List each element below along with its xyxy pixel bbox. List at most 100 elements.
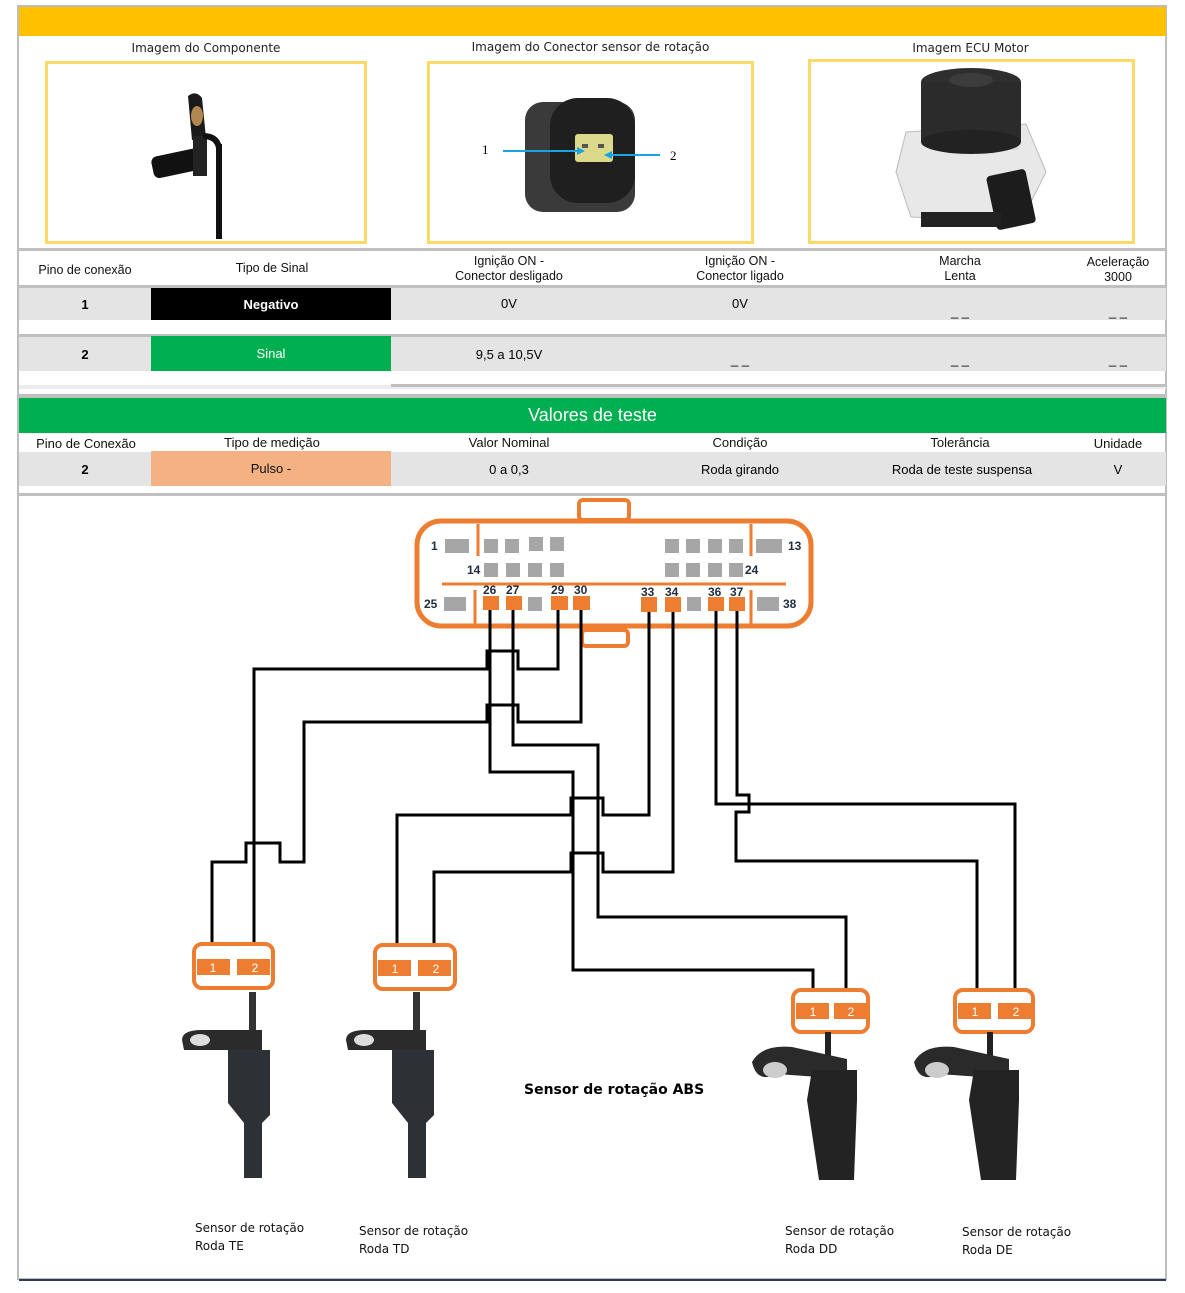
test-nominal: 0 a 0,3 bbox=[489, 461, 529, 477]
row2-accel: _ _ bbox=[1108, 351, 1128, 367]
row2-idle: _ _ bbox=[950, 351, 970, 367]
rear-left-sensor-icon bbox=[182, 992, 270, 1178]
header-ign-disconnected: Ignição ON - Conector desligado bbox=[400, 254, 618, 284]
test-values-title: Valores de teste bbox=[19, 398, 1166, 433]
wire-29-te-2 bbox=[252, 610, 560, 945]
wires bbox=[210, 610, 1017, 992]
row1-ign-disconnected: 0V bbox=[501, 296, 517, 311]
header-bar bbox=[19, 7, 1166, 36]
sensor-label-td-line2: Roda TD bbox=[359, 1242, 410, 1256]
test-header-tolerance: Tolerância bbox=[930, 435, 990, 450]
header-signal-type: Tipo de Sinal bbox=[235, 261, 309, 275]
header-accel-line2: 3000 bbox=[1104, 270, 1132, 284]
wire-30-te-1 bbox=[210, 610, 583, 945]
row2-pin: 2 bbox=[81, 346, 89, 362]
ecu-image bbox=[808, 59, 1135, 244]
ecu-unused-pins bbox=[444, 537, 782, 611]
ecu-pin-label-33: 33 bbox=[641, 585, 655, 599]
header-ign-connected-line1: Ignição ON - bbox=[704, 254, 776, 268]
test-header-measurement: Tipo de medição bbox=[224, 435, 320, 450]
ecu-connector: 1 13 14 24 25 38 26 27 29 30 33 34 36 37 bbox=[414, 498, 814, 648]
test-header-condition: Condição bbox=[712, 435, 768, 450]
ecu-pin-label-29: 29 bbox=[551, 583, 565, 597]
wire-27-dd-2 bbox=[511, 610, 848, 992]
header-idle-line2: Lenta bbox=[944, 269, 976, 283]
abs-sensor-icon bbox=[151, 93, 222, 239]
dd-pin-2: 2 bbox=[848, 1005, 855, 1019]
row1-signal-badge: Negativo bbox=[151, 288, 391, 320]
test-header-unit: Unidade bbox=[1093, 436, 1143, 451]
row-divider bbox=[19, 285, 1166, 288]
header-ign-connected-line2: Conector ligado bbox=[696, 269, 784, 283]
test-unit: V bbox=[1113, 461, 1123, 477]
ecu-pin-label-14: 14 bbox=[467, 563, 481, 577]
connector-pin-label-2: 2 bbox=[670, 148, 677, 163]
row1-pin: 1 bbox=[81, 296, 89, 312]
sensor-label-dd: Sensor de rotação Roda DD bbox=[785, 1222, 894, 1258]
ecu-pin-label-1: 1 bbox=[431, 539, 438, 553]
sensor-label-de: Sensor de rotação Roda DE bbox=[962, 1223, 1071, 1259]
sensor-label-dd-line1: Sensor de rotação bbox=[785, 1224, 895, 1238]
row1-accel: _ _ bbox=[1108, 303, 1128, 319]
row1-ign-connected: 0V bbox=[732, 296, 748, 311]
wire-33-td-1 bbox=[395, 612, 651, 945]
connector-image: 1 2 bbox=[427, 61, 754, 244]
ecu-image-caption: Imagem ECU Motor bbox=[912, 41, 1029, 55]
td-pin-2: 2 bbox=[433, 962, 440, 976]
test-header-nominal: Valor Nominal bbox=[468, 435, 550, 450]
sensor-label-td-line1: Sensor de rotação bbox=[359, 1224, 469, 1238]
bottom-border bbox=[19, 1279, 1166, 1281]
section-divider bbox=[19, 248, 1166, 251]
header-accel-line1: Aceleração bbox=[1086, 255, 1150, 269]
sensor-connector-de: 1 2 bbox=[953, 988, 1035, 1034]
header-accel: Aceleração 3000 bbox=[1068, 255, 1168, 285]
row1-idle: _ _ bbox=[950, 303, 970, 319]
test-measurement-badge: Pulso - bbox=[151, 451, 391, 486]
ecu-pin-label-38: 38 bbox=[783, 597, 797, 611]
ecu-pin-label-13: 13 bbox=[788, 539, 802, 553]
abs-module-icon bbox=[895, 68, 1047, 230]
section-divider bbox=[19, 493, 1166, 496]
wire-37-de-1 bbox=[734, 611, 979, 990]
section-divider bbox=[19, 394, 1166, 398]
diagram-title: Sensor de rotação ABS bbox=[524, 1082, 705, 1098]
test-condition: Roda girando bbox=[700, 461, 780, 477]
connector-photo-icon: 1 2 bbox=[482, 98, 677, 212]
ecu-pin-label-26: 26 bbox=[483, 583, 497, 597]
sensor-label-te-line1: Sensor de rotação bbox=[195, 1221, 305, 1235]
ecu-used-pins bbox=[483, 596, 745, 612]
test-header-pin: Pino de Conexão bbox=[36, 436, 136, 451]
header-ign-connected: Ignição ON - Conector ligado bbox=[640, 254, 840, 284]
ecu-pin-label-27: 27 bbox=[506, 583, 520, 597]
row-spacer bbox=[19, 385, 1166, 389]
ecu-connector-top-latch bbox=[577, 498, 631, 522]
row2-ign-disconnected: 9,5 a 10,5V bbox=[475, 346, 543, 362]
wire-34-td-2 bbox=[432, 612, 675, 945]
header-ign-disconnected-line2: Conector desligado bbox=[455, 269, 563, 283]
row-divider bbox=[391, 384, 1166, 387]
ecu-connector-bottom-latch bbox=[580, 628, 630, 648]
header-idle-line1: Marcha bbox=[939, 254, 981, 268]
connector-pin-label-1: 1 bbox=[482, 142, 489, 157]
ecu-pin-label-37: 37 bbox=[730, 585, 744, 599]
wire-36-de-2 bbox=[714, 611, 1017, 990]
sensor-connector-dd: 1 2 bbox=[791, 988, 870, 1034]
sensor-label-de-line2: Roda DE bbox=[962, 1243, 1013, 1257]
header-pin: Pino de conexão bbox=[38, 263, 132, 277]
sensor-connector-te: 1 2 bbox=[192, 942, 275, 990]
rear-right-sensor-icon bbox=[346, 992, 434, 1178]
row2-ign-connected: _ _ bbox=[730, 351, 750, 367]
sensor-connector-td: 1 2 bbox=[373, 943, 457, 991]
component-image bbox=[45, 61, 367, 244]
te-pin-1: 1 bbox=[210, 961, 217, 975]
component-image-caption: Imagem do Componente bbox=[131, 41, 281, 55]
sensor-label-te-line2: Roda TE bbox=[195, 1239, 244, 1253]
sensor-label-te: Sensor de rotação Roda TE bbox=[195, 1219, 304, 1255]
ecu-pin-label-24: 24 bbox=[745, 563, 759, 577]
test-tolerance: Roda de teste suspensa bbox=[891, 461, 1033, 477]
row-divider bbox=[19, 334, 1166, 337]
row2-signal-badge: Sinal bbox=[151, 336, 391, 371]
sensor-label-dd-line2: Roda DD bbox=[785, 1242, 838, 1256]
front-left-sensor-icon bbox=[914, 1032, 1019, 1180]
